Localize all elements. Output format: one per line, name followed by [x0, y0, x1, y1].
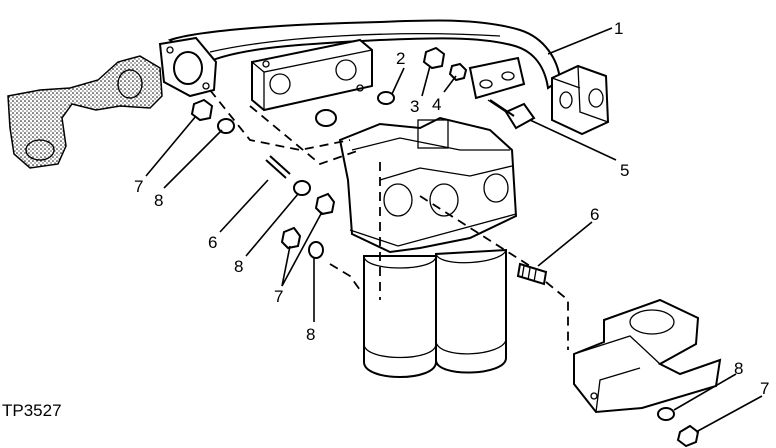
washer-8-low	[308, 241, 324, 259]
callout-7-mid: 7	[274, 287, 283, 306]
nut-7-mid-a	[314, 192, 336, 216]
nut-7-mid-b	[280, 226, 302, 250]
callout-8-mid: 8	[234, 257, 243, 276]
callout-2: 2	[396, 49, 405, 68]
nut-4	[448, 62, 468, 82]
nut-7-top	[190, 98, 214, 122]
o-ring-small	[315, 109, 337, 127]
callout-5: 5	[620, 161, 629, 180]
stud-6-left	[265, 155, 291, 179]
o-ring-large	[377, 91, 395, 105]
assembly-lines	[209, 89, 569, 350]
figure-reference: TP3527	[2, 401, 62, 420]
stud-6-right	[516, 262, 548, 286]
filter-head	[338, 116, 518, 254]
nut-7-right	[676, 424, 700, 448]
callout-8-right: 8	[734, 359, 743, 378]
leader-lines	[145, 27, 763, 433]
callout-7-right: 7	[760, 379, 769, 398]
callout-3: 3	[410, 97, 419, 116]
engine-fitting-outline	[7, 55, 163, 169]
callout-7-top: 7	[134, 177, 143, 196]
washer-8-top	[217, 118, 235, 134]
bracket	[468, 56, 526, 100]
washer-8-right	[657, 407, 675, 421]
callout-8-top: 8	[154, 191, 163, 210]
callout-4: 4	[432, 95, 441, 114]
callout-8-low: 8	[306, 325, 315, 344]
washer-8-mid	[293, 180, 311, 196]
callout-1: 1	[614, 19, 623, 38]
mounting-flange-plate	[251, 38, 373, 112]
callout-6-left: 6	[208, 233, 217, 252]
callout-6-right: 6	[590, 205, 599, 224]
filter-canister-left	[363, 255, 437, 378]
bolt-5	[487, 99, 536, 130]
elbow-fitting	[573, 298, 722, 414]
pipe-assembly	[158, 19, 610, 136]
filter-canister-right	[435, 248, 507, 374]
nut-3	[422, 46, 446, 70]
